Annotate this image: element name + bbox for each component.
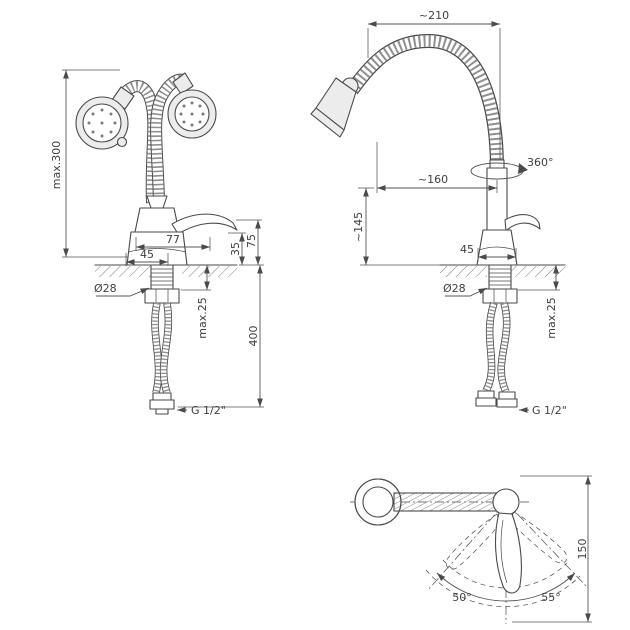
dim-top-handle-length-label: 150: [576, 539, 589, 560]
dim-top-swing-right-label: 55°: [541, 591, 561, 604]
top-handle-swing-range: 50° 55°: [425, 501, 587, 624]
dim-front-shank-diameter-label: Ø28: [94, 282, 117, 295]
side-hose-fitting-right: [498, 391, 516, 400]
dim-front-hose-length: 400: [178, 264, 264, 408]
dim-side-shank-diameter: Ø28: [443, 282, 488, 297]
dim-front-thread: G 1/2": [177, 404, 226, 417]
top-handle-hub: [492, 488, 520, 516]
dim-side-total-reach-label: ~210: [419, 9, 449, 22]
top-flange-inner: [362, 486, 394, 518]
dim-front-hose-length-label: 400: [247, 326, 260, 347]
front-deck-hatch-left: [95, 266, 151, 277]
dim-side-total-reach: ~210: [367, 9, 501, 160]
dim-front-deck-thickness: max.25: [181, 265, 211, 339]
shower-head-left-knob: [116, 136, 128, 148]
front-lever-handle: [171, 213, 238, 235]
dim-side-spout-clearance-label: ~145: [352, 212, 365, 242]
shower-head-right: [167, 72, 217, 139]
front-mounting-nut: [144, 288, 180, 304]
dim-front-shank-diameter: Ø28: [94, 282, 150, 297]
side-shower-head-face: [310, 107, 345, 138]
dim-side-base-width: 45: [460, 243, 517, 262]
side-deck-hatch-right: [511, 266, 565, 277]
side-shank-and-nut: [482, 264, 518, 304]
dim-side-deck-thickness: max.25: [518, 265, 560, 339]
dim-side-spout-clearance: ~145: [352, 187, 440, 266]
dim-front-offset-label: 45: [140, 248, 154, 261]
side-hose-fitting-left: [477, 390, 495, 399]
side-faucet-body: [476, 159, 541, 266]
top-view-drawing: 50° 55° 150: [350, 475, 592, 624]
dim-front-spout-width: 77: [135, 233, 211, 251]
shower-head-right-stem: [172, 72, 194, 95]
top-flexible-spout: [393, 492, 501, 512]
dim-front-spout-width-label: 77: [166, 233, 180, 246]
side-column: [486, 167, 508, 231]
top-swing-arc-inner: [442, 559, 568, 589]
dim-front-thread-label: G 1/2": [191, 404, 226, 417]
dim-front-deck-thickness-label: max.25: [196, 297, 209, 338]
side-mounting-nut: [482, 288, 518, 304]
dim-top-handle-length: 150: [512, 475, 592, 623]
dim-side-shank-diameter-label: Ø28: [443, 282, 466, 295]
dim-side-thread-label: G 1/2": [532, 404, 567, 417]
dim-side-base-width-label: 45: [460, 243, 474, 256]
side-supply-hoses: [475, 301, 518, 408]
dim-front-max-height: max.300: [50, 69, 128, 258]
side-gooseneck-hose: [346, 33, 504, 171]
dim-side-spout-reach-label: ~160: [418, 173, 448, 186]
side-view-drawing: 360°: [310, 9, 567, 417]
shower-head-left: [75, 86, 135, 150]
dim-front-offset: 45: [125, 248, 169, 266]
dim-top-swing-left-label: 50°: [452, 591, 472, 604]
dim-front-max-height-label: max.300: [50, 141, 63, 189]
front-deck-hatch-right: [182, 266, 237, 277]
swivel-arrow: [518, 163, 528, 174]
side-base: [476, 229, 518, 266]
top-handle-ghost-right: [508, 511, 568, 564]
top-handle-ghost-left: [445, 513, 501, 570]
dim-front-spout-height: 35: [228, 232, 246, 265]
front-shank-and-nut: [144, 264, 180, 304]
dim-side-thread: G 1/2": [519, 404, 567, 417]
front-hose-connector: [146, 195, 168, 209]
side-lever-handle: [504, 214, 541, 232]
front-supply-hoses: [149, 302, 175, 415]
dim-side-deck-thickness-label: max.25: [545, 297, 558, 338]
dim-side-spout-reach: ~160: [376, 142, 498, 193]
swivel-symbol: 360°: [470, 156, 554, 180]
dim-side-swivel-label: 360°: [527, 156, 554, 169]
top-lever-handle: [495, 512, 522, 594]
dim-front-lever-height: 75: [236, 219, 262, 265]
side-shower-head: [310, 77, 359, 138]
side-deck-hatch-left: [440, 266, 487, 277]
dim-front-lever-height-label: 75: [245, 234, 258, 248]
dim-front-spout-height-label: 35: [229, 242, 242, 256]
front-hose-fitting: [152, 392, 172, 401]
front-view-drawing: max.300 77 45 75 35: [50, 69, 264, 417]
